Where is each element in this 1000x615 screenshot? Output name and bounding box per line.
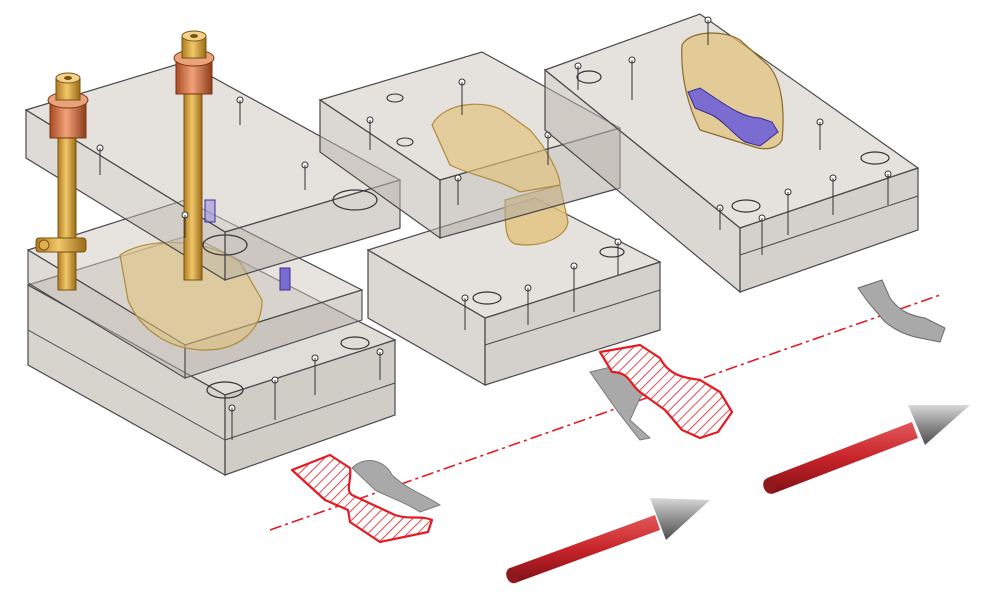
screws-right [574,16,892,255]
exploded-mold-middle [318,51,662,387]
section-profile-middle [589,343,734,441]
hole-bottom [206,381,244,399]
direction-arrow-1 [506,498,710,584]
clamp-fitting [35,237,87,253]
section-profile-right [857,279,946,343]
exploded-mold-right [543,13,920,294]
screws-assembled [96,96,384,440]
hole-bottom-2 [340,336,370,350]
nozzle-right [173,30,215,281]
direction-arrow-2 [763,405,970,494]
right-cavity [681,32,784,150]
spring-purple [204,199,291,291]
section-profile-left [290,453,442,544]
screws-middle [366,78,622,330]
assembled-mold [24,30,402,477]
